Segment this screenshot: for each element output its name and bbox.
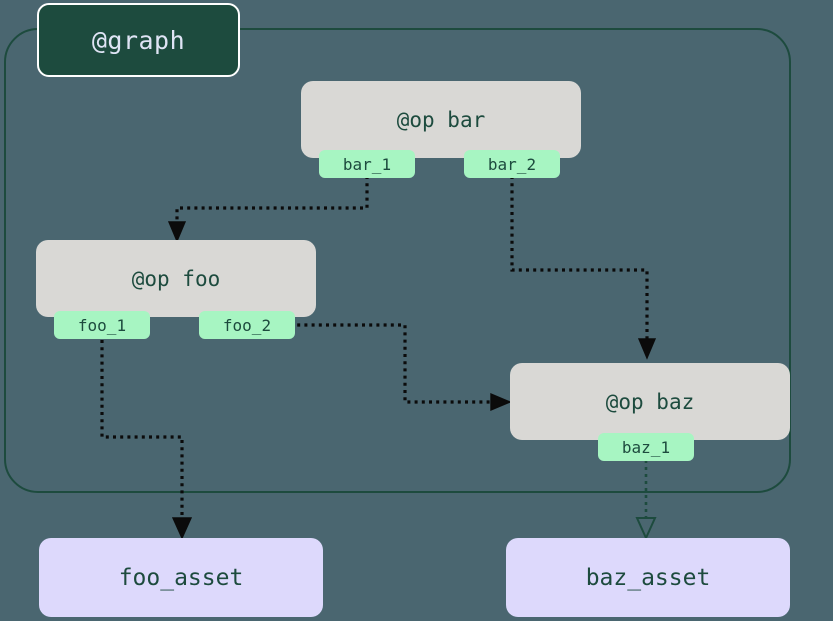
- op-node-baz-label: @op baz: [605, 389, 695, 414]
- op-node-bar[interactable]: @op bar: [301, 81, 581, 158]
- output-port-bar_2-label: bar_2: [487, 154, 537, 174]
- graph-label-text: @graph: [91, 25, 186, 55]
- output-port-foo_1[interactable]: foo_1: [54, 311, 150, 339]
- output-port-bar_2[interactable]: bar_2: [464, 150, 560, 178]
- edge-foo_2-to-baz: [290, 323, 512, 412]
- edge-bar_1-to-foo: [167, 176, 369, 243]
- op-node-baz[interactable]: @op baz: [510, 363, 790, 440]
- asset-node-baz_asset-label: baz_asset: [585, 564, 711, 591]
- output-port-foo_2-label: foo_2: [222, 315, 272, 335]
- output-port-foo_1-label: foo_1: [77, 315, 127, 335]
- edge-baz_1-to-baz_asset: [635, 460, 657, 541]
- asset-node-baz_asset[interactable]: baz_asset: [506, 538, 790, 617]
- output-port-baz_1[interactable]: baz_1: [598, 433, 694, 461]
- asset-node-foo_asset[interactable]: foo_asset: [39, 538, 323, 617]
- graph-container-border: [4, 28, 791, 493]
- output-port-foo_2[interactable]: foo_2: [199, 311, 295, 339]
- edge-bar_2-to-baz: [510, 176, 657, 360]
- op-node-bar-label: @op bar: [396, 107, 486, 132]
- output-port-bar_1[interactable]: bar_1: [319, 150, 415, 178]
- output-port-baz_1-label: baz_1: [621, 437, 671, 457]
- op-node-foo[interactable]: @op foo: [36, 240, 316, 317]
- output-port-bar_1-label: bar_1: [342, 154, 392, 174]
- op-node-foo-label: @op foo: [131, 266, 221, 291]
- asset-node-foo_asset-label: foo_asset: [118, 564, 244, 591]
- edge-foo_1-to-foo_asset: [100, 340, 193, 540]
- graph-label[interactable]: @graph: [37, 3, 240, 77]
